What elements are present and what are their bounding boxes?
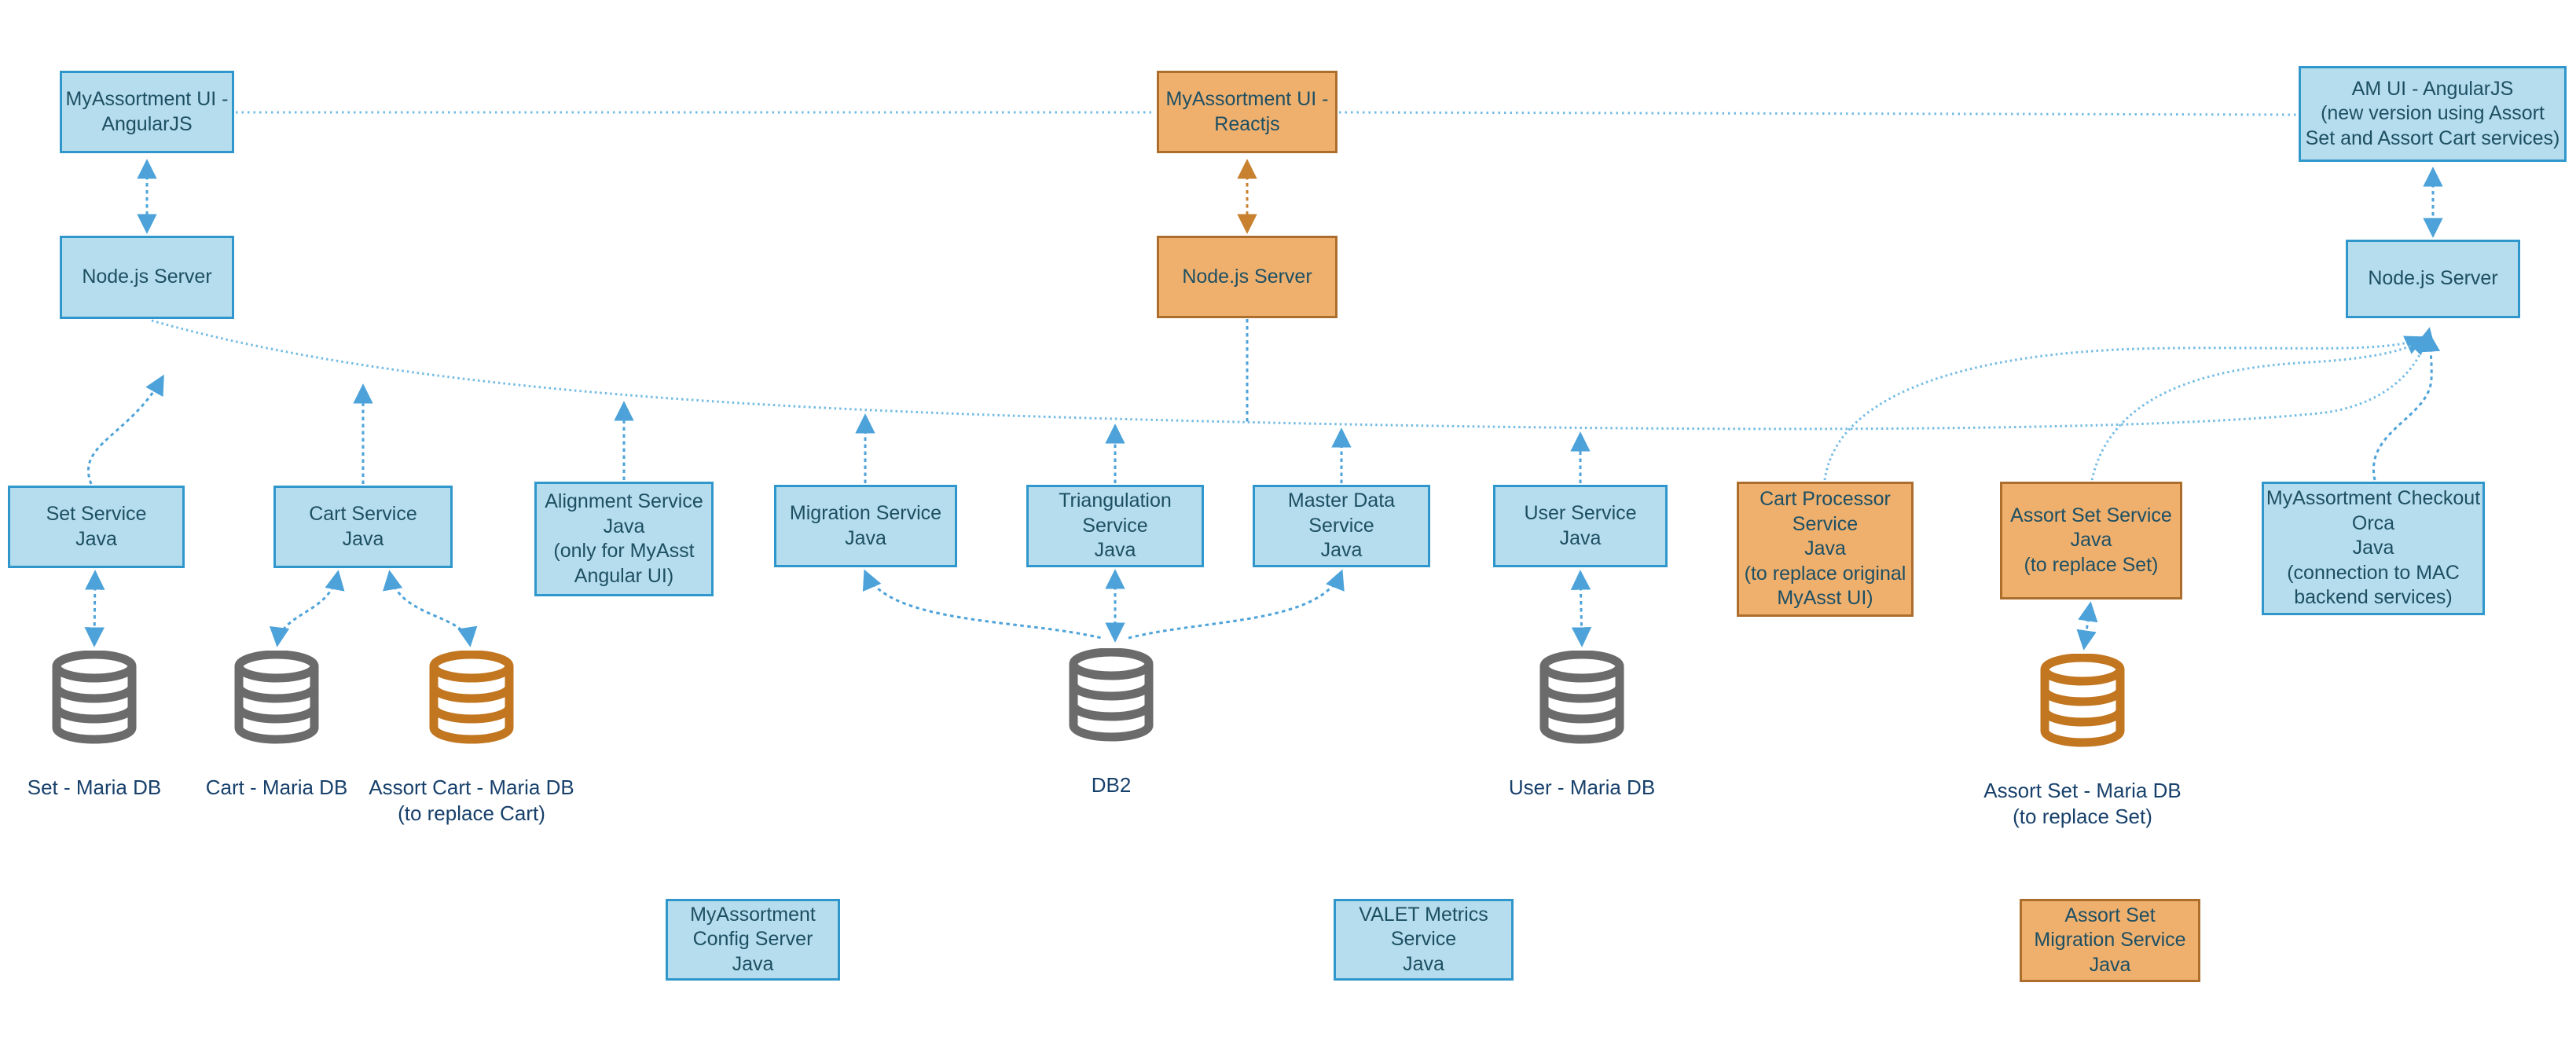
node-ui-am[interactable]: AM UI - AngularJS (new version using Ass…	[2299, 66, 2567, 162]
node-assort-set-migration-service[interactable]: Assort Set Migration Service Java	[2020, 899, 2200, 982]
node-master-data-service[interactable]: Master Data Service Java	[1253, 485, 1430, 567]
edge-master-data-service-db2	[1128, 569, 1345, 640]
node-label: VALET Metrics Service Java	[1359, 903, 1488, 975]
node-label: Assort Set Migration Service Java	[2034, 904, 2186, 976]
node-label: AM UI - AngularJS (new version using Ass…	[2305, 77, 2560, 149]
node-label: MyAssortment UI - Reactjs	[1165, 88, 1329, 135]
node-checkout-orca[interactable]: MyAssortment Checkout Orca Java (connect…	[2262, 482, 2485, 615]
node-label: Cart Processor Service Java (to replace …	[1744, 488, 1906, 610]
database-label: User - Maria DB	[1508, 776, 1656, 799]
database-label: Assort Cart - Maria DB (to replace Cart)	[369, 776, 574, 825]
database-icon	[234, 651, 319, 744]
edge-cart-service-cartdb	[269, 570, 345, 647]
database-icon	[2040, 654, 2125, 747]
node-set-service[interactable]: Set Service Java	[8, 486, 185, 568]
node-label: MyAssortment Config Server Java	[690, 903, 816, 975]
edge-set-service-up	[86, 374, 164, 485]
edge-node-bus	[151, 319, 2435, 431]
node-label: Set Service Java	[46, 503, 147, 550]
node-triangulation-service[interactable]: Triangulation Service Java	[1026, 485, 1204, 567]
node-label: Node.js Server	[1182, 265, 1312, 288]
database-user-maria-db[interactable]: User - Maria DB	[1509, 651, 1655, 799]
node-label: Cart Service Java	[309, 503, 417, 550]
node-alignment-service[interactable]: Alignment Service Java (only for MyAsst …	[534, 482, 714, 596]
database-assort-set-maria-db[interactable]: Assort Set - Maria DB (to replace Set)	[1983, 654, 2182, 828]
database-icon	[52, 651, 137, 744]
edge-assort-set-service-db	[2076, 601, 2098, 651]
database-label: Cart - Maria DB	[205, 776, 348, 799]
database-label: Assort Set - Maria DB (to replace Set)	[1983, 779, 2182, 828]
database-db2[interactable]: DB2	[1064, 648, 1158, 797]
database-icon	[1069, 648, 1154, 742]
node-cart-service[interactable]: Cart Service Java	[273, 486, 453, 568]
node-node-server-right[interactable]: Node.js Server	[2346, 240, 2520, 318]
node-label: Master Data Service Java	[1287, 490, 1396, 562]
database-set-maria-db[interactable]: Set - Maria DB	[28, 651, 161, 799]
edge-user-service-db	[1570, 570, 1592, 647]
edge-checkout-node	[2372, 332, 2441, 481]
node-label: Node.js Server	[2368, 267, 2498, 290]
edge-cart-service-assortcartdb	[383, 570, 478, 647]
database-label: DB2	[1091, 773, 1132, 797]
node-node-server-left[interactable]: Node.js Server	[60, 236, 234, 319]
node-node-server-center[interactable]: Node.js Server	[1157, 236, 1338, 318]
node-ui-react[interactable]: MyAssortment UI - Reactjs	[1157, 71, 1338, 153]
node-migration-service[interactable]: Migration Service Java	[774, 485, 957, 567]
node-config-server[interactable]: MyAssortment Config Server Java	[666, 899, 840, 981]
database-icon	[429, 651, 514, 744]
edge-cart-processor-node	[1823, 336, 2426, 481]
node-ui-angular[interactable]: MyAssortment UI - AngularJS	[60, 71, 234, 153]
node-label: Node.js Server	[82, 266, 212, 288]
node-label: User Service Java	[1524, 502, 1637, 549]
node-label: Alignment Service Java (only for MyAsst …	[545, 490, 703, 587]
database-assort-cart-maria-db[interactable]: Assort Cart - Maria DB (to replace Cart)	[369, 651, 574, 825]
node-user-service[interactable]: User Service Java	[1493, 485, 1668, 567]
node-label: Migration Service Java	[789, 502, 942, 549]
database-label: Set - Maria DB	[27, 776, 162, 799]
database-cart-maria-db[interactable]: Cart - Maria DB	[206, 651, 347, 799]
edge-migration-service-db2	[862, 569, 1103, 640]
node-label: MyAssortment UI - AngularJS	[65, 88, 229, 135]
node-label: Assort Set Service Java (to replace Set)	[2010, 504, 2172, 576]
database-icon	[1539, 651, 1624, 744]
edge-set-service-db	[84, 570, 105, 647]
edge-ui-react-to-am	[1338, 111, 2298, 116]
node-assort-set-service[interactable]: Assort Set Service Java (to replace Set)	[2000, 482, 2182, 600]
edge-assort-set-service-node	[2090, 334, 2428, 481]
node-label: Triangulation Service Java	[1059, 490, 1172, 562]
node-label: MyAssortment Checkout Orca Java (connect…	[2266, 487, 2481, 609]
node-valet-metrics-service[interactable]: VALET Metrics Service Java	[1334, 899, 1514, 981]
node-cart-processor-service[interactable]: Cart Processor Service Java (to replace …	[1737, 482, 1914, 617]
